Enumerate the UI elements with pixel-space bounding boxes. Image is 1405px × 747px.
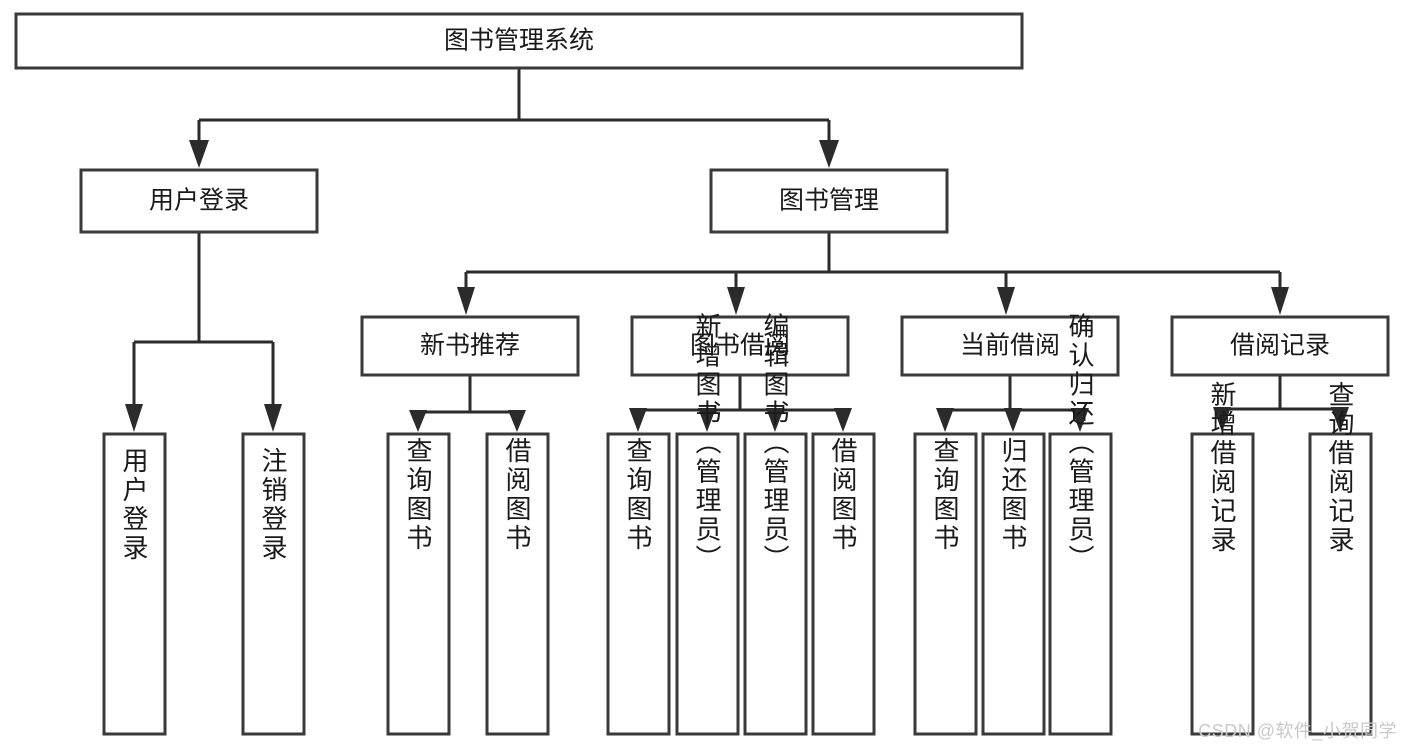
leaf-user-login[interactable]: 用户登录 [102,432,167,736]
leaf-add-book-admin-label: 新增图书（管理员） [692,312,722,573]
leaf-edit-book-admin[interactable]: 编辑图书（管理员） [743,312,808,736]
node-root-system[interactable]: 图书管理系统 [14,12,1024,70]
node-book-management-box [709,168,949,234]
leaf-query-book-borrow[interactable]: 查询图书 [606,432,671,736]
leaf-return-book[interactable]: 归还图书 [981,432,1046,736]
node-new-book-recommend-box [360,315,580,377]
leaf-add-borrow-record-label: 新增借阅记录 [1207,381,1237,555]
node-current-borrow[interactable]: 当前借阅 [900,315,1120,377]
node-book-borrow[interactable]: 图书借阅 [630,315,850,377]
node-user-login-label: 用户登录 [149,187,249,215]
node-borrow-records-label: 借阅记录 [1230,332,1330,360]
leaf-user-login-box [102,432,167,736]
leaf-add-book-admin[interactable]: 新增图书（管理员） [675,312,740,736]
leaf-query-book-rec[interactable]: 查询图书 [386,432,451,736]
arrow-current-leaf-2 [1004,408,1022,432]
node-book-borrow-box [630,315,850,377]
node-current-borrow-label: 当前借阅 [960,332,1060,360]
leaf-query-borrow-record[interactable]: 查询借阅记录 [1308,381,1373,736]
leaf-return-book-box [981,432,1046,736]
arrow-borrow-leaf-2 [698,408,716,432]
leaf-user-login-label: 用户登录 [119,447,149,563]
leaf-borrow-book-box [811,432,876,736]
arrow-records-leaf-2 [1331,407,1349,432]
leaf-query-book-current-label: 查询图书 [930,437,960,553]
leaf-borrow-book-rec[interactable]: 借阅图书 [485,432,550,736]
leaf-query-borrow-record-label: 查询借阅记录 [1325,381,1355,555]
leaf-logout-label: 注销登录 [258,447,288,563]
leaf-borrow-book-label: 借阅图书 [828,437,858,553]
leaf-add-borrow-record-box [1190,432,1255,736]
node-root-system-label: 图书管理系统 [444,27,594,55]
arrow-new-book-leaf-2 [508,410,526,432]
leaf-confirm-return-admin-box [1048,432,1113,736]
leaf-return-book-label: 归还图书 [998,437,1028,553]
leaf-query-book-rec-label: 查询图书 [403,437,433,553]
arrow-book-mgmt-to-current [997,287,1015,315]
connector-layer [125,68,1349,432]
node-borrow-records-box [1170,315,1390,377]
arrow-book-mgmt-to-records [1271,287,1289,315]
arrow-book-mgmt-to-new-book [457,287,475,315]
leaf-query-book-current-box [913,432,978,736]
leaf-add-book-admin-box [675,432,740,736]
leaf-query-book-rec-box [386,432,451,736]
arrow-root-to-user-login [189,140,209,168]
leaf-borrow-book[interactable]: 借阅图书 [811,432,876,736]
arrow-user-login-leaf-1 [125,404,143,432]
leaf-confirm-return-admin-label: 确认归还（管理员） [1065,312,1095,573]
arrow-book-mgmt-to-borrow [727,287,745,315]
arrow-user-login-leaf-2 [264,404,282,432]
arrow-current-leaf-1 [936,408,954,432]
arrow-borrow-leaf-4 [834,408,852,432]
arrow-borrow-leaf-1 [629,408,647,432]
leaf-edit-book-admin-box [743,432,808,736]
node-borrow-records[interactable]: 借阅记录 [1170,315,1390,377]
leaf-query-book-borrow-label: 查询图书 [623,437,653,553]
node-book-management[interactable]: 图书管理 [709,168,949,234]
leaf-query-book-borrow-box [606,432,671,736]
arrow-borrow-leaf-3 [766,408,784,432]
node-new-book-recommend-label: 新书推荐 [420,332,520,360]
node-new-book-recommend[interactable]: 新书推荐 [360,315,580,377]
leaf-logout-box [241,432,306,736]
leaf-borrow-book-rec-box [485,432,550,736]
node-current-borrow-box [900,315,1120,377]
arrow-root-to-book-mgmt [819,140,839,168]
node-book-borrow-label: 图书借阅 [690,332,790,360]
leaf-query-book-current[interactable]: 查询图书 [913,432,978,736]
arrow-current-leaf-3 [1071,408,1089,432]
node-user-login[interactable]: 用户登录 [79,168,319,234]
leaf-borrow-book-rec-label: 借阅图书 [502,437,532,553]
node-book-management-label: 图书管理 [779,187,879,215]
arrow-records-leaf-1 [1213,407,1231,432]
leaf-add-borrow-record[interactable]: 新增借阅记录 [1190,381,1255,736]
leaf-logout[interactable]: 注销登录 [241,432,306,736]
leaf-confirm-return-admin[interactable]: 确认归还（管理员） [1048,312,1113,736]
node-root-system-box [14,12,1024,70]
leaf-query-borrow-record-box [1308,432,1373,736]
arrow-new-book-leaf-1 [409,410,427,432]
leaf-edit-book-admin-label: 编辑图书（管理员） [760,312,790,573]
node-user-login-box [79,168,319,234]
